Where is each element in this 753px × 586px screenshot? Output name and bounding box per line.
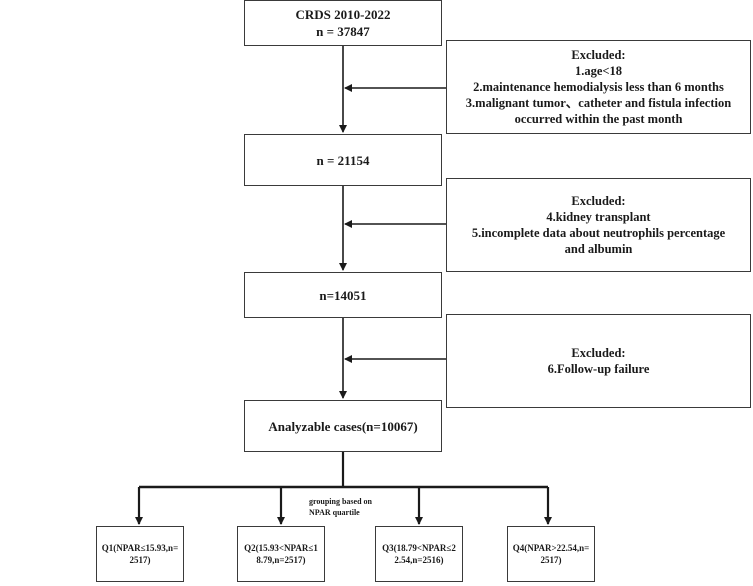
cohort-box-title: CRDS 2010-2022	[295, 7, 391, 22]
q2-label: 8.79,n=2517)	[256, 555, 306, 565]
q4-label: 2517)	[540, 555, 562, 565]
exclusion-box-3: Excluded: 6.Follow-up failure	[446, 314, 751, 408]
quartile-box-q1: Q1(NPAR≤15.93,n= 2517)	[96, 526, 184, 582]
analyzable-box: Analyzable cases(n=10067)	[244, 400, 442, 452]
step3-box: n=14051	[244, 272, 442, 318]
exclusion-box-2: Excluded: 4.kidney transplant 5.incomple…	[446, 178, 751, 272]
cohort-box: CRDS 2010-2022 n = 37847	[244, 0, 442, 46]
analyzable-box-label: Analyzable cases(n=10067)	[268, 418, 418, 434]
exclusion-3-line: 6.Follow-up failure	[547, 362, 650, 376]
quartile-box-q3: Q3(18.79<NPAR≤2 2.54,n=2516)	[375, 526, 463, 582]
step3-box-count: n=14051	[319, 287, 367, 303]
grouping-note-line: NPAR quartile	[309, 508, 360, 517]
quartile-box-q4: Q4(NPAR>22.54,n= 2517)	[507, 526, 595, 582]
q1-label: 2517)	[129, 555, 151, 565]
q1-label: Q1(NPAR≤15.93,n=	[101, 543, 179, 553]
exclusion-2-line: and albumin	[564, 242, 633, 256]
q3-label: Q3(18.79<NPAR≤2	[382, 543, 456, 553]
exclusion-1-line: 3.malignant tumor、catheter and fistula i…	[465, 96, 732, 110]
exclusion-2-line: 5.incomplete data about neutrophils perc…	[471, 226, 726, 240]
exclusion-3-heading: Excluded:	[571, 346, 626, 360]
q4-label: Q4(NPAR>22.54,n=	[512, 543, 590, 553]
exclusion-2-heading: Excluded:	[571, 194, 626, 208]
exclusion-2-line: 4.kidney transplant	[546, 210, 651, 224]
cohort-box-count: n = 37847	[316, 24, 370, 39]
q2-label: Q2(15.93<NPAR≤1	[244, 543, 318, 553]
grouping-note-line: grouping based on	[309, 497, 372, 506]
grouping-note: grouping based on NPAR quartile	[309, 496, 399, 518]
exclusion-1-line: 1.age<18	[574, 64, 623, 78]
exclusion-1-heading: Excluded:	[571, 48, 626, 62]
step2-box: n = 21154	[244, 134, 442, 186]
exclusion-1-line: occurred within the past month	[514, 112, 683, 126]
q3-label: 2.54,n=2516)	[394, 555, 444, 565]
step2-box-count: n = 21154	[316, 152, 370, 168]
quartile-box-q2: Q2(15.93<NPAR≤1 8.79,n=2517)	[237, 526, 325, 582]
exclusion-box-1: Excluded: 1.age<18 2.maintenance hemodia…	[446, 40, 751, 134]
exclusion-1-line: 2.maintenance hemodialysis less than 6 m…	[473, 80, 724, 94]
